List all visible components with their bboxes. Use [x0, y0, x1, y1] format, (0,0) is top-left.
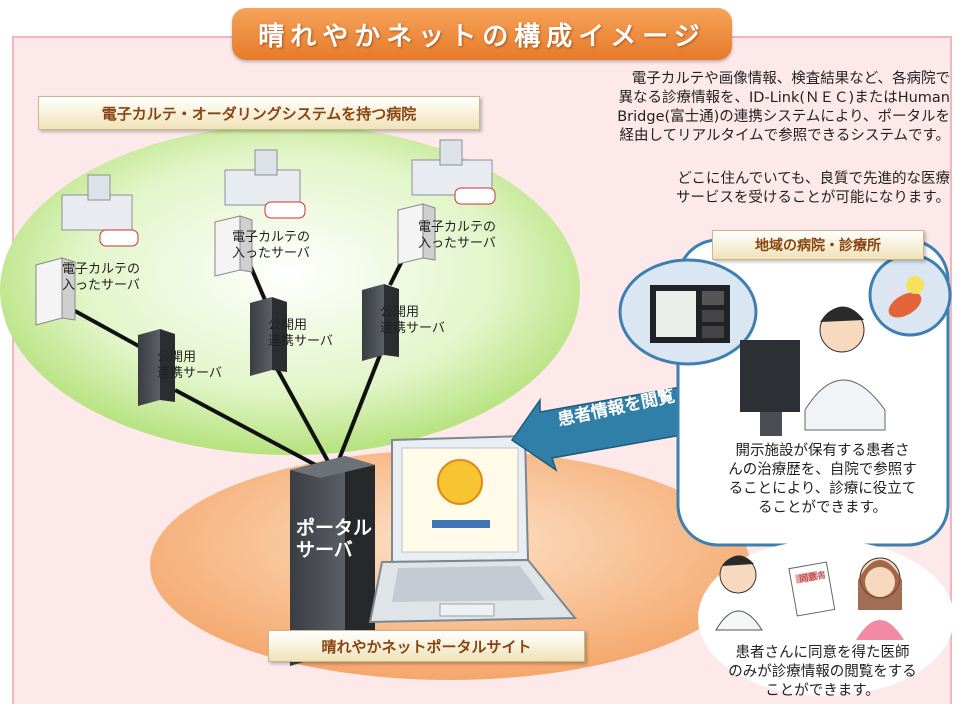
consent-description: 患者さんに同意を得た医師 のみが診療情報の閲覧をする ことができます。	[728, 645, 917, 699]
link-server-2	[250, 297, 287, 376]
hospital-building-1	[61, 174, 139, 247]
link-server-3	[362, 284, 399, 361]
ehr-server-label-2: 電子カルテの 入ったサーバ	[232, 230, 311, 261]
hospital-building-3	[411, 139, 496, 205]
portal-site-label: 晴れやかネットポータルサイト	[268, 630, 585, 662]
link-server-label-3: 公開用 連携サーバ	[380, 305, 445, 336]
ehr-server-label-1: 電子カルテの 入ったサーバ	[62, 262, 141, 293]
network-lines	[54, 244, 412, 472]
hospital-group-label: 電子カルテ・オーダリングシステムを持つ病院	[38, 96, 480, 130]
description-text: 電子カルテや画像情報、検査結果など、各病院で 異なる診療情報を、ID-Link(…	[617, 71, 950, 144]
ehr-server-2	[214, 215, 253, 277]
link-server-1	[138, 329, 175, 406]
laptop-illustration	[368, 434, 578, 624]
clinic-label: 地域の病院・診療所	[712, 230, 924, 260]
link-server-label-1: 公開用 連携サーバ	[157, 350, 222, 381]
ehr-server-3	[397, 203, 436, 265]
link-server-label-2: 公開用 連携サーバ	[268, 318, 333, 349]
portal-server	[290, 456, 375, 666]
ehr-server-1	[35, 257, 76, 326]
page-title: 晴れやかネットの構成イメージ	[232, 8, 732, 60]
clinic-description: 開示施設が保有する患者さ んの治療歴を、自院で参照す ることにより、診療に役立て…	[728, 443, 917, 516]
hospital-building-2	[224, 149, 306, 219]
portal-server-label: ポータル サーバ	[296, 517, 373, 561]
description-text-2: どこに住んでいても、良質で先進的な医療 サービスを受けることが可能になります。	[675, 171, 950, 206]
ehr-server-label-3: 電子カルテの 入ったサーバ	[418, 220, 497, 251]
